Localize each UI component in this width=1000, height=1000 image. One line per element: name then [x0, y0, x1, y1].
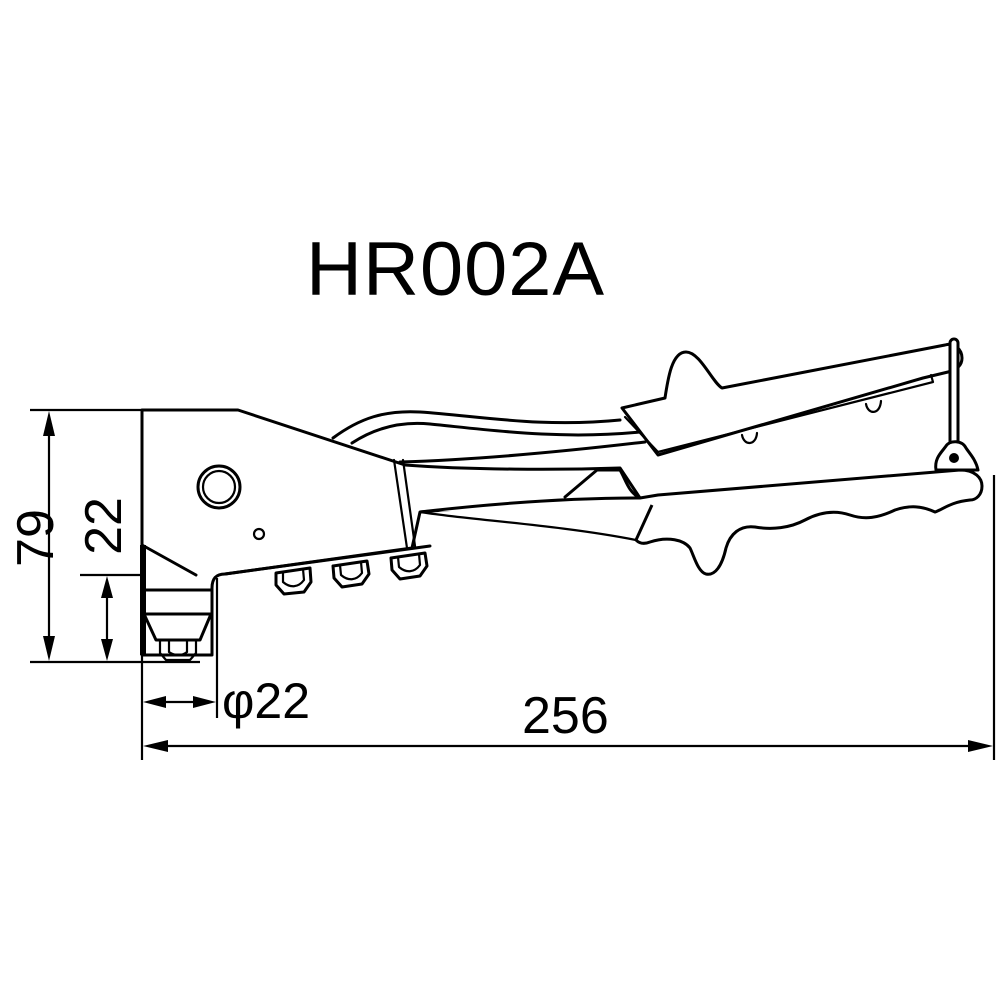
lower-grip — [418, 468, 984, 576]
nose-piece — [140, 545, 214, 662]
spare-nozzles — [223, 544, 432, 596]
nose-height-label: 22 — [75, 497, 133, 555]
model-title: HR002A — [306, 227, 606, 312]
nose-diameter-label: φ22 — [222, 673, 311, 729]
dimension-lines — [30, 408, 996, 760]
upper-handle — [331, 337, 980, 472]
overall-height-label: 79 — [7, 509, 65, 567]
overall-length-label: 256 — [522, 687, 609, 745]
